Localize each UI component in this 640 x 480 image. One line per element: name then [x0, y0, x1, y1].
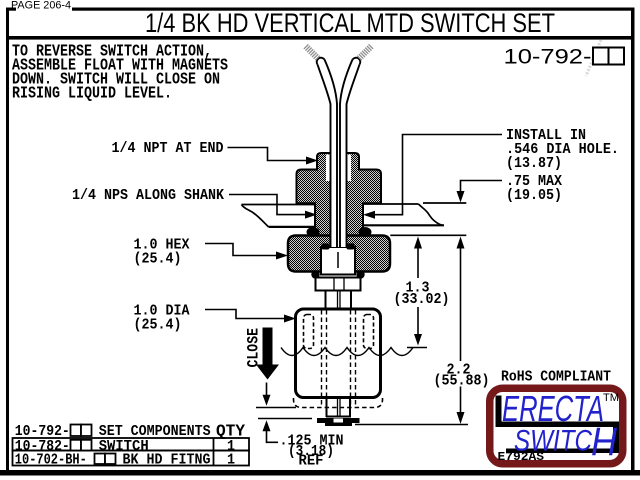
svg-text:RoHS COMPLIANT: RoHS COMPLIANT [501, 369, 611, 386]
svg-text:1/4 NPS ALONG SHANK: 1/4 NPS ALONG SHANK [72, 187, 224, 204]
svg-text:1.3: 1.3 [406, 280, 430, 297]
svg-text:BK HD FITNG: BK HD FITNG [123, 452, 211, 469]
svg-text:PAGE 206-4: PAGE 206-4 [11, 0, 71, 12]
svg-text:(13.87): (13.87) [506, 155, 562, 172]
svg-text:10-782-: 10-782- [15, 438, 70, 455]
svg-text:.546 DIA HOLE.: .546 DIA HOLE. [506, 141, 619, 158]
svg-text:2.2: 2.2 [447, 362, 471, 379]
svg-text:(3.18): (3.18) [288, 443, 334, 460]
svg-text:(55.88): (55.88) [434, 373, 490, 390]
svg-text:1/4 BK HD VERTICAL MTD SWITCH: 1/4 BK HD VERTICAL MTD SWITCH SET [145, 8, 555, 38]
svg-text:SWITCH: SWITCH [99, 438, 149, 455]
svg-text:10-792-: 10-792- [15, 423, 70, 440]
svg-text:10-702-BH-: 10-702-BH- [15, 452, 87, 469]
svg-text:1.0 DIA: 1.0 DIA [134, 303, 190, 320]
svg-text:1/4 NPT AT END: 1/4 NPT AT END [112, 140, 224, 157]
svg-text:TM: TM [603, 392, 619, 404]
svg-text:(19.05): (19.05) [506, 187, 562, 204]
svg-text:REF: REF [299, 453, 324, 470]
svg-text:(33.02): (33.02) [394, 291, 450, 308]
svg-text:1: 1 [227, 452, 235, 469]
svg-text:.125 MIN: .125 MIN [280, 433, 344, 450]
svg-text:INSTALL IN: INSTALL IN [506, 127, 586, 144]
svg-text:1: 1 [227, 438, 235, 455]
svg-text:RISING LIQUID LEVEL.: RISING LIQUID LEVEL. [12, 85, 172, 104]
svg-text:.75 MAX: .75 MAX [506, 173, 562, 190]
svg-text:E792AS: E792AS [498, 450, 545, 464]
svg-text:ASSEMBLE FLOAT WITH MAGNETS: ASSEMBLE FLOAT WITH MAGNETS [12, 57, 228, 76]
svg-text:DOWN. SWITCH WILL CLOSE ON: DOWN. SWITCH WILL CLOSE ON [12, 71, 220, 90]
svg-text:SET COMPONENTS: SET COMPONENTS [99, 423, 211, 440]
svg-text:(25.4): (25.4) [134, 251, 182, 268]
svg-text:ERECTA: ERECTA [502, 388, 604, 429]
svg-text:QTY: QTY [216, 422, 245, 441]
svg-text:10-792-: 10-792- [504, 46, 592, 69]
svg-text:SWITC: SWITC [514, 425, 592, 458]
svg-text:1.0 HEX: 1.0 HEX [134, 237, 190, 254]
svg-text:CLOSE: CLOSE [245, 328, 263, 368]
svg-text:TO REVERSE SWITCH ACTION,: TO REVERSE SWITCH ACTION, [12, 43, 212, 62]
svg-text:H: H [591, 420, 617, 464]
svg-text:(25.4): (25.4) [134, 317, 182, 334]
